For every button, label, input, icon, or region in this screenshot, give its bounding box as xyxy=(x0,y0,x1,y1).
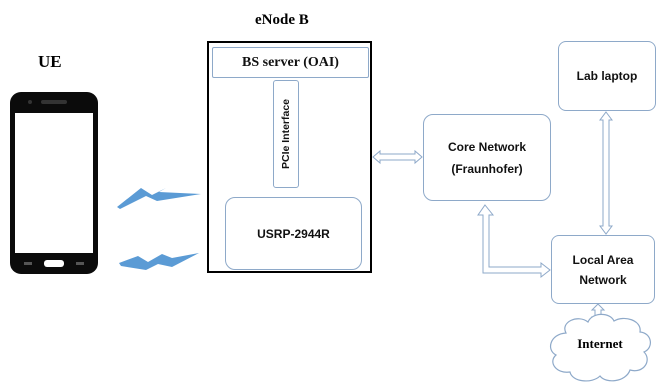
enodeb-box xyxy=(207,41,372,273)
cloud-icon xyxy=(549,313,651,382)
internet-label: Internet xyxy=(577,336,623,351)
core-lan-link xyxy=(477,204,551,279)
pcie-interface-label: PCIe Interface xyxy=(280,98,292,170)
usrp-box: USRP-2944R xyxy=(225,197,362,270)
lab-laptop-box: Lab laptop xyxy=(558,41,656,111)
lan-label-line1: Local Area xyxy=(572,252,634,267)
lab-laptop-label: Lab laptop xyxy=(576,69,638,83)
core-network-label: Core Network xyxy=(447,139,527,154)
enb-core-link xyxy=(372,149,423,165)
lan-box: Local Area Network xyxy=(551,235,655,304)
core-network-sublabel: (Fraunhofer) xyxy=(451,161,523,176)
pcie-interface-box: PCIe Interface xyxy=(273,80,299,188)
smartphone-icon xyxy=(10,92,98,274)
laptop-lan-link xyxy=(599,111,613,235)
wireless-signal-icon xyxy=(117,188,201,270)
lan-label-line2: Network xyxy=(579,272,627,287)
bs-server-box: BS server (OAI) xyxy=(212,47,369,78)
ue-label: UE xyxy=(38,52,62,71)
bs-server-label: BS server (OAI) xyxy=(242,54,339,70)
usrp-label: USRP-2944R xyxy=(257,226,330,241)
core-network-box: Core Network (Fraunhofer) xyxy=(423,114,551,201)
enodeb-label: eNode B xyxy=(255,12,309,28)
